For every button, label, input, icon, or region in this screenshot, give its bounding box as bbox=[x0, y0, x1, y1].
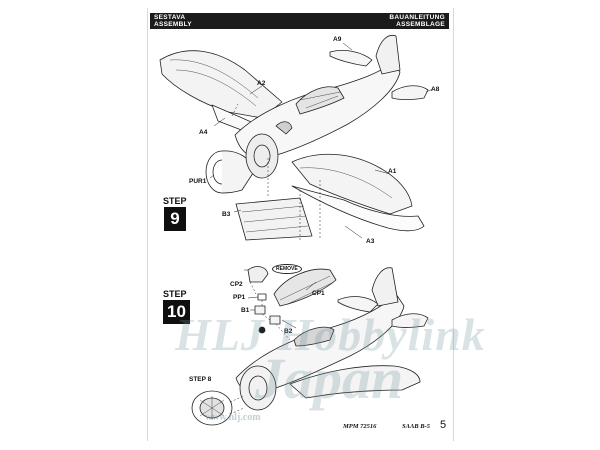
vertical-fin bbox=[375, 34, 401, 75]
part-label-cp1: CP1 bbox=[312, 290, 325, 297]
step10-number: 10 bbox=[163, 300, 190, 324]
header-german-title: BAUANLEITUNG bbox=[389, 14, 445, 21]
part-label-a8: A8 bbox=[431, 86, 440, 93]
footer-kit-code: MPM 72516 bbox=[343, 423, 377, 430]
watermark-brand-script: Japan bbox=[255, 346, 404, 411]
remove-badge: REMOVE bbox=[272, 264, 302, 274]
step9-number: 9 bbox=[164, 207, 186, 231]
part-label-cp2: CP2 bbox=[230, 281, 243, 288]
canopy-cp2 bbox=[247, 266, 269, 283]
watermark-url: www.hlj.com bbox=[205, 412, 261, 423]
header-czech-title: SESTAVA bbox=[154, 14, 186, 21]
part-label-b2: B2 bbox=[284, 328, 293, 335]
step10-word: STEP bbox=[163, 289, 187, 299]
part-label-a3: A3 bbox=[366, 238, 375, 245]
part-label-a9: A9 bbox=[333, 36, 342, 43]
wing-lower-a1 bbox=[291, 153, 413, 215]
header-bar: SESTAVA ASSEMBLY BAUANLEITUNG ASSEMBLAGE bbox=[150, 13, 449, 29]
part-label-a1: A1 bbox=[388, 168, 397, 175]
part-pp1 bbox=[257, 293, 267, 301]
step9-aircraft bbox=[159, 34, 434, 241]
cowling-step10 bbox=[239, 365, 277, 411]
part-label-pur1: PUR1 bbox=[189, 178, 207, 185]
part-label-pp1: PP1 bbox=[233, 294, 246, 301]
step9-word: STEP bbox=[163, 196, 187, 206]
header-english-title: ASSEMBLY bbox=[154, 21, 192, 28]
canopy-cp1 bbox=[273, 268, 337, 307]
part-label-b1: B1 bbox=[241, 307, 250, 314]
stabilizer-right bbox=[391, 85, 429, 100]
watermark-brand: HLJ Hobbylink bbox=[175, 309, 486, 360]
vertical-fin-step10 bbox=[371, 267, 399, 307]
step10-aircraft bbox=[191, 266, 429, 426]
part-label-b3: B3 bbox=[222, 211, 231, 218]
part-label-a4: A4 bbox=[199, 129, 208, 136]
part-label-step8: STEP 8 bbox=[189, 376, 212, 383]
stabilizer-left bbox=[329, 50, 373, 67]
header-french-title: ASSEMBLAGE bbox=[396, 21, 445, 28]
part-label-a2: A2 bbox=[257, 80, 266, 87]
wing-lower-a3 bbox=[291, 185, 425, 232]
page-number: 5 bbox=[440, 419, 447, 431]
footer-model: SAAB B-5 bbox=[402, 423, 430, 430]
